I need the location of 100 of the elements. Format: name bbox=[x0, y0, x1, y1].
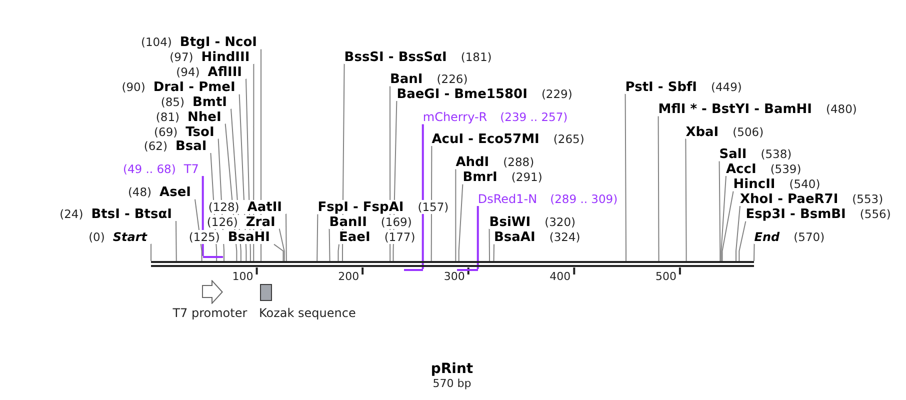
leader-line bbox=[488, 228, 490, 262]
leader-line bbox=[738, 220, 746, 262]
enzyme-name: NheI bbox=[188, 110, 222, 125]
site-position: (177) bbox=[384, 230, 416, 244]
leader-line bbox=[278, 228, 285, 262]
site-position: (449) bbox=[711, 80, 742, 94]
enzyme-name: BanII bbox=[329, 214, 367, 230]
primer-name: T7 bbox=[184, 162, 199, 176]
scale-number: 200 bbox=[338, 271, 360, 282]
scale-number: 300 bbox=[444, 271, 465, 282]
sequence-end-label: Start bbox=[112, 230, 147, 244]
site-position: (97) bbox=[170, 50, 194, 64]
enzyme-name: EaeI bbox=[339, 230, 370, 246]
site-position: (85) bbox=[160, 94, 184, 109]
enzyme-name: Esp3I - BsmBI bbox=[746, 207, 846, 222]
leader-line bbox=[658, 116, 660, 262]
primer-leader-line bbox=[476, 206, 479, 269]
leader-line bbox=[720, 176, 726, 262]
enzyme-name: BanI bbox=[390, 72, 423, 88]
leader-line bbox=[493, 244, 494, 262]
enzyme-name: BmtI bbox=[192, 94, 227, 110]
primer-leader-line bbox=[422, 124, 424, 269]
primer-name: DsRed1-N bbox=[478, 192, 538, 206]
sequence-length: 570 bp bbox=[432, 378, 472, 389]
enzyme-name: AhdI bbox=[456, 155, 490, 170]
enzyme-name: BtsI - BtsαI bbox=[91, 207, 172, 222]
site-position: (181) bbox=[460, 50, 492, 64]
site-position: (48) bbox=[128, 185, 152, 200]
enzyme-name: PstI - SbfI bbox=[625, 80, 697, 95]
scale-number: 500 bbox=[655, 271, 676, 282]
site-position: (540) bbox=[789, 177, 820, 192]
site-position: (538) bbox=[760, 147, 792, 162]
site-position: (90) bbox=[122, 80, 146, 94]
scale-number: 100 bbox=[232, 271, 254, 282]
site-position: (320) bbox=[544, 214, 576, 229]
site-position: (128) bbox=[208, 200, 240, 214]
enzyme-name: DraI - PmeI bbox=[153, 80, 236, 96]
map-title: pRint bbox=[430, 361, 474, 377]
leader-line bbox=[624, 93, 626, 262]
enzyme-name: BssSI - BssSαI bbox=[344, 50, 447, 65]
leader-line bbox=[685, 138, 687, 262]
site-position: (69) bbox=[154, 124, 178, 139]
leader-line bbox=[286, 213, 287, 262]
enzyme-name: AccI bbox=[726, 162, 756, 177]
sequence-end-label: End bbox=[754, 230, 780, 244]
site-position: (291) bbox=[511, 170, 542, 184]
enzyme-name: AseI bbox=[160, 185, 191, 200]
leader-line bbox=[338, 244, 340, 262]
leader-line bbox=[736, 206, 740, 262]
primer-range: (239 .. 257) bbox=[500, 110, 568, 124]
enzyme-name: AcuI - Eco57MI bbox=[432, 132, 540, 147]
enzyme-name: BmrI bbox=[462, 170, 498, 186]
feature-label: Kozak sequence bbox=[259, 306, 356, 320]
site-position: (126) bbox=[206, 214, 238, 229]
leader-line bbox=[274, 244, 284, 262]
site-position: (0) bbox=[88, 230, 105, 244]
leader-line bbox=[718, 160, 721, 262]
enzyme-name: SalI bbox=[719, 147, 747, 162]
leader-line bbox=[316, 214, 318, 262]
enzyme-name: FspI - FspAI bbox=[318, 200, 404, 216]
enzyme-name: ZraI bbox=[246, 214, 276, 230]
leader-line bbox=[430, 146, 432, 262]
enzyme-name: MflI * - BstYI - BamHI bbox=[658, 102, 812, 118]
enzyme-name: BsaI bbox=[175, 139, 207, 154]
leader-line bbox=[328, 228, 330, 262]
scale-number: 400 bbox=[550, 271, 571, 282]
site-position: (570) bbox=[794, 230, 825, 244]
site-position: (24) bbox=[60, 207, 84, 221]
dna-sequence-bar bbox=[151, 261, 754, 266]
primer-range: (289 .. 309) bbox=[550, 192, 618, 206]
enzyme-name: TsoI bbox=[186, 124, 214, 140]
leader-line bbox=[754, 243, 755, 262]
enzyme-name: HindIII bbox=[201, 50, 250, 65]
leader-line bbox=[722, 190, 734, 262]
enzyme-name: HincII bbox=[733, 177, 776, 192]
enzyme-name: BaeGI - Bme1580I bbox=[396, 87, 528, 102]
site-position: (556) bbox=[860, 207, 891, 222]
site-position: (81) bbox=[156, 110, 180, 124]
enzyme-name: BsaHI bbox=[228, 230, 270, 246]
site-position: (480) bbox=[826, 102, 857, 116]
site-position: (265) bbox=[553, 132, 584, 146]
site-position: (288) bbox=[503, 155, 534, 170]
leader-line bbox=[176, 220, 177, 262]
enzyme-name: AatII bbox=[247, 200, 282, 215]
leader-line bbox=[150, 243, 152, 262]
leader-line bbox=[458, 184, 464, 262]
enzyme-name: BsiWI bbox=[489, 214, 531, 230]
site-position: (94) bbox=[176, 64, 200, 79]
enzyme-name: BsaAI bbox=[494, 230, 536, 246]
site-position: (62) bbox=[144, 139, 168, 153]
site-position: (169) bbox=[380, 214, 412, 229]
site-position: (324) bbox=[549, 230, 580, 244]
site-position: (104) bbox=[140, 35, 172, 50]
site-position: (226) bbox=[436, 72, 468, 86]
site-position: (125) bbox=[188, 230, 220, 244]
enzyme-name: XhoI - PaeR7I bbox=[740, 192, 838, 207]
enzyme-name: BtgI - NcoI bbox=[180, 35, 257, 50]
enzyme-name: XbaI bbox=[686, 124, 719, 140]
site-position: (157) bbox=[418, 200, 449, 214]
site-position: (506) bbox=[732, 124, 764, 139]
